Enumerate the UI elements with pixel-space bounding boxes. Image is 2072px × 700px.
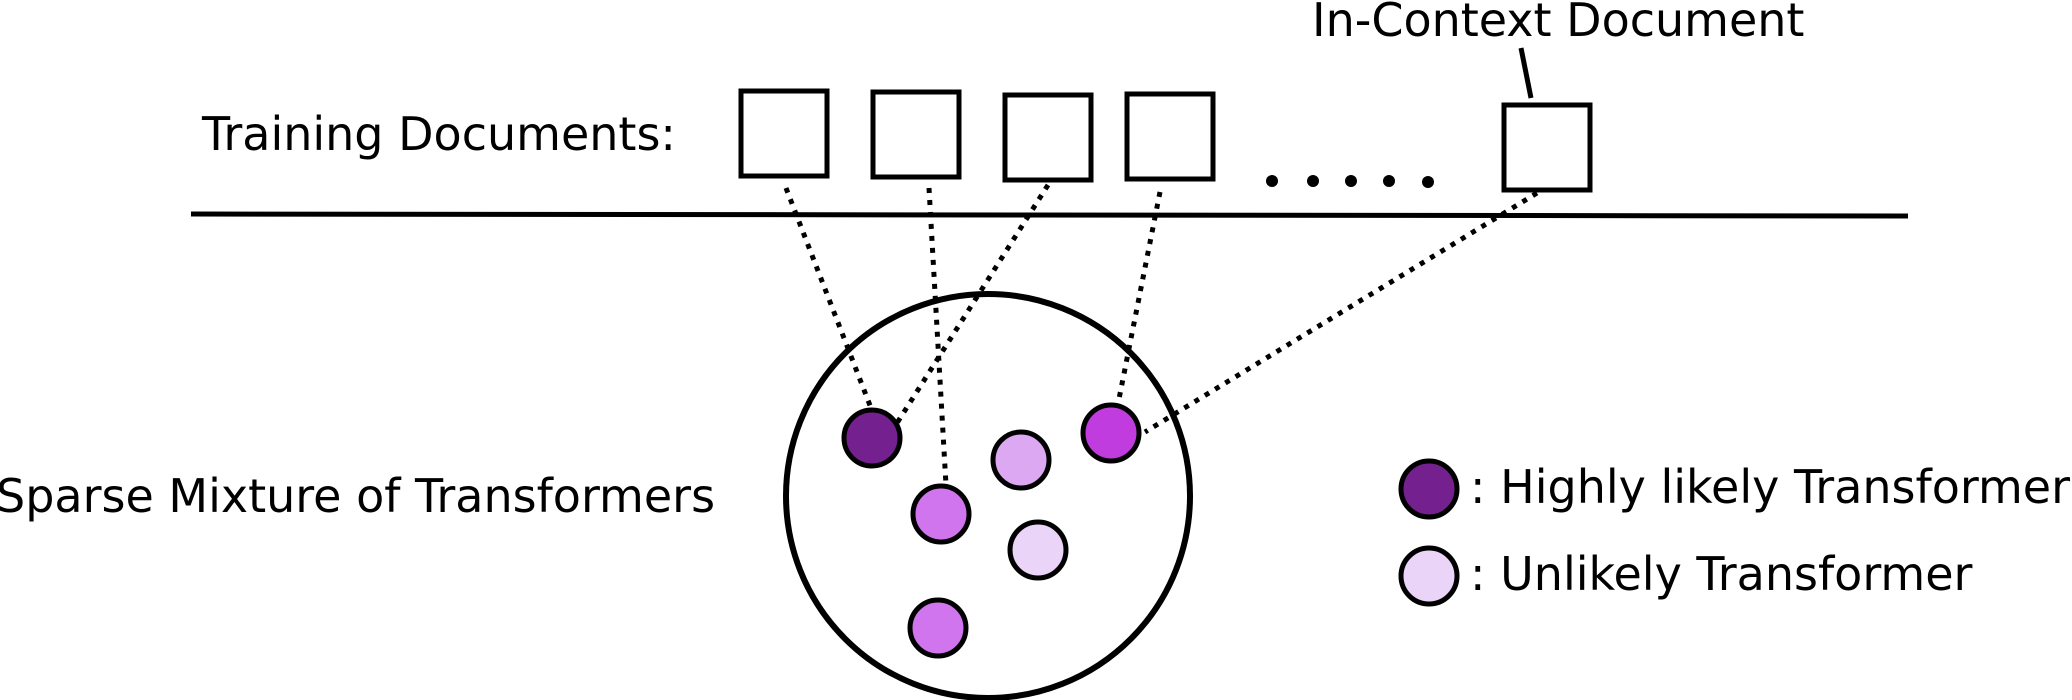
training-doc-1 <box>738 88 830 179</box>
transformer-node-likely <box>910 483 972 545</box>
in-context-document-label: In-Context Document <box>1312 0 1804 47</box>
training-doc-4 <box>1124 91 1216 182</box>
in-context-doc <box>1501 102 1593 193</box>
training-documents-label: Training Documents: <box>201 107 676 161</box>
legend: : Highly likely Transformer : Unlikely T… <box>1398 458 2070 607</box>
transformer-node-likely <box>907 597 969 659</box>
in-context-label-pointer <box>1518 47 1534 99</box>
link-incontext-to-t2 <box>1143 190 1539 435</box>
link-doc2-to-t4 <box>926 187 949 486</box>
legend-unlikely-label: : Unlikely Transformer <box>1470 547 1973 601</box>
transformer-node-unlikely <box>1007 519 1069 581</box>
training-doc-2 <box>870 89 962 180</box>
legend-highly-likely-swatch <box>1398 458 1460 520</box>
legend-highly-likely-label: : Highly likely Transformer <box>1470 460 2070 514</box>
mixture-boundary <box>783 291 1193 700</box>
transformer-node-highly-likely <box>841 407 903 469</box>
link-doc4-to-t2 <box>1115 191 1163 405</box>
sparse-mixture-label: Sparse Mixture of Transformers <box>0 469 715 523</box>
ellipsis-dots <box>1266 175 1434 188</box>
divider-line <box>190 211 1909 219</box>
transformer-node-somewhat-likely <box>990 429 1052 491</box>
link-doc1-to-t1 <box>783 187 874 409</box>
training-doc-3 <box>1002 92 1094 183</box>
legend-unlikely-swatch <box>1398 545 1460 607</box>
transformer-node-very-likely <box>1080 402 1142 464</box>
